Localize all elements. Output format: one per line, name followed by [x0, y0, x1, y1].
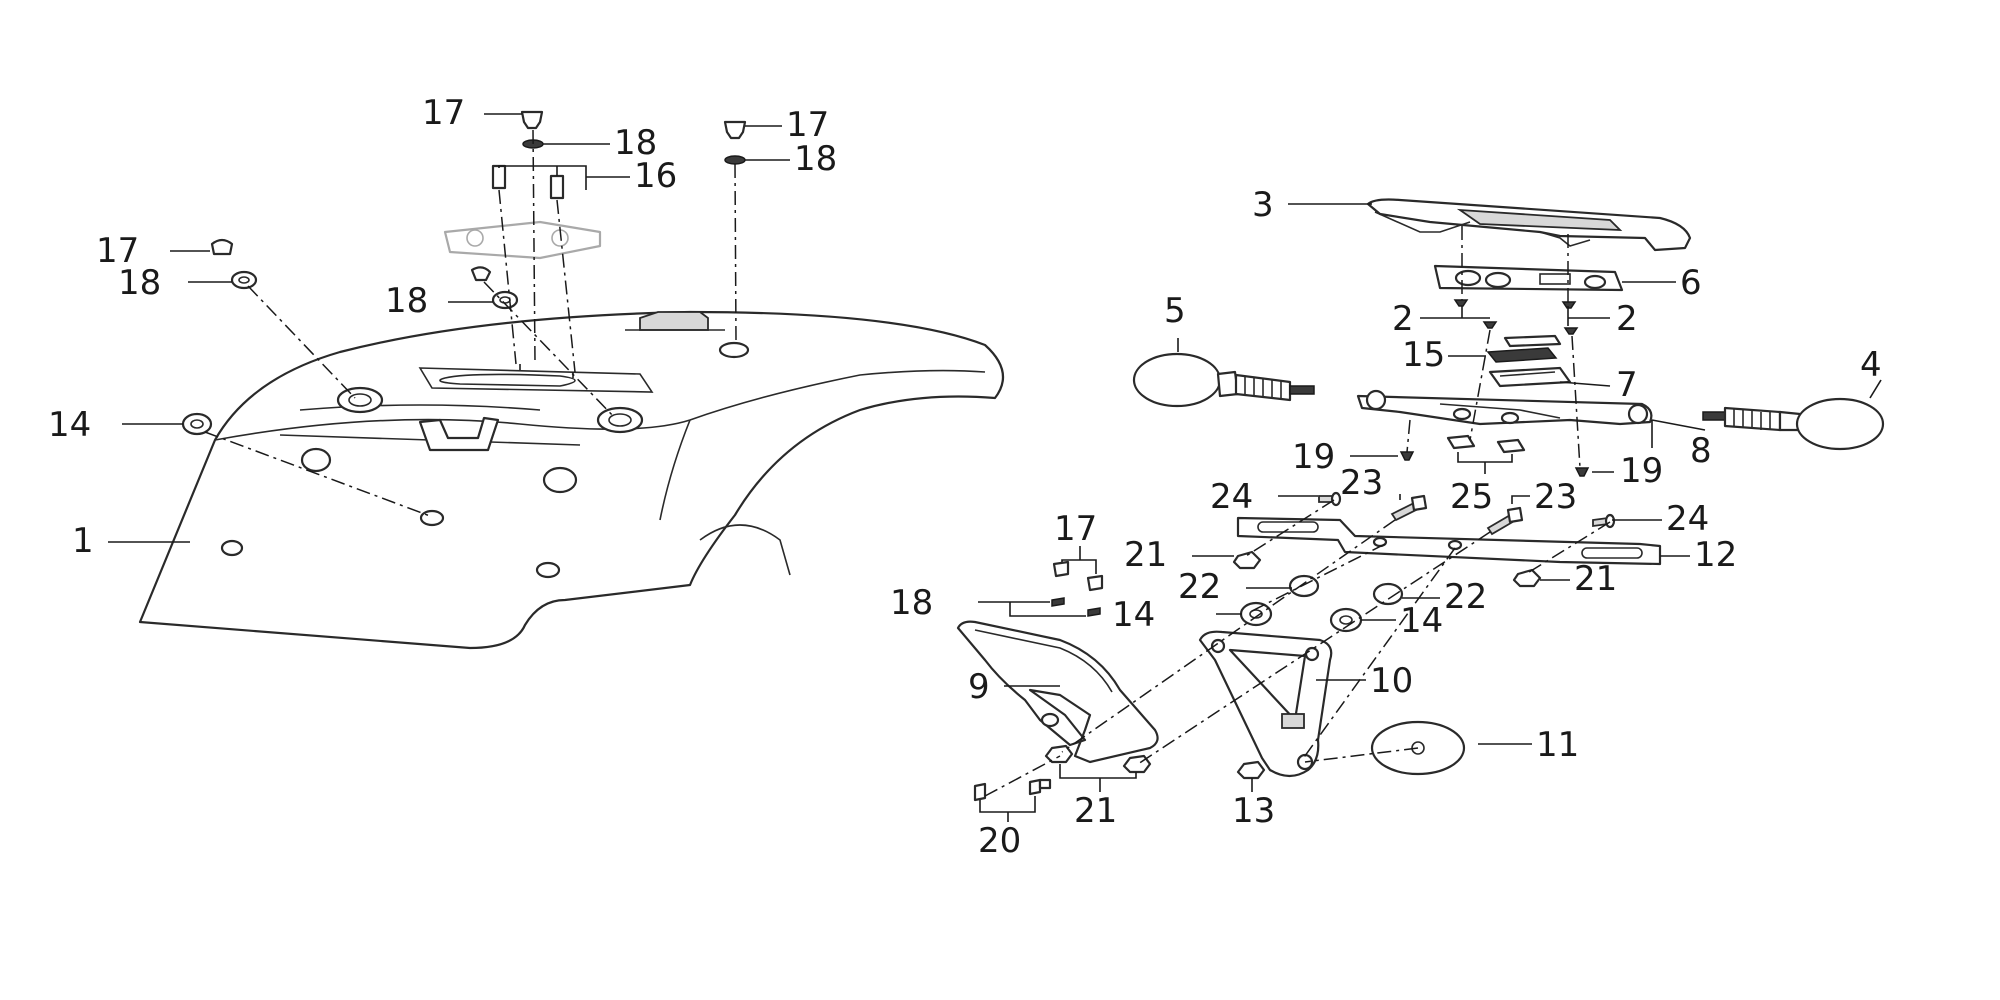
nut-part-13	[1236, 760, 1266, 780]
callout-22b: 22	[1444, 577, 1487, 617]
lamp-base-part-8	[1356, 389, 1653, 426]
spacer-part-22a	[1288, 574, 1320, 598]
screw-part-19b	[1574, 467, 1590, 477]
nut-part-21b	[1512, 568, 1542, 588]
turn-signal-right-part-4	[1702, 397, 1885, 451]
callout-23a: 23	[1340, 463, 1383, 503]
callout-10: 10	[1370, 661, 1413, 701]
screw-part-19a	[1399, 451, 1415, 461]
bolt-parts-20	[973, 778, 1052, 802]
callout-25: 25	[1450, 477, 1493, 517]
callout-leaders	[108, 113, 1882, 822]
license-light-cover-part	[1366, 198, 1692, 252]
callout-7: 7	[1616, 365, 1638, 405]
callout-16: 16	[634, 156, 677, 196]
callout-2a: 2	[1392, 299, 1414, 339]
callout-18b: 18	[794, 139, 837, 179]
callout-18c: 18	[118, 263, 161, 303]
callout-17a: 17	[422, 93, 465, 133]
callout-19a: 19	[1292, 437, 1335, 477]
callout-21b: 21	[1574, 559, 1617, 599]
lens-holder-part	[1433, 264, 1624, 292]
callout-8: 8	[1690, 431, 1712, 471]
callout-17b: 17	[786, 105, 829, 145]
screw-parts-2	[1453, 299, 1579, 335]
callout-11: 11	[1536, 725, 1579, 765]
callout-labels: 17 18 16 17 18 17 18 18 14 1 3 6 2 2 5 1…	[48, 93, 1882, 861]
nut-parts-25	[1446, 434, 1526, 454]
callout-19b: 19	[1620, 451, 1663, 491]
callout-21c: 21	[1074, 791, 1117, 831]
callout-4: 4	[1860, 345, 1882, 385]
callout-5: 5	[1164, 291, 1186, 331]
callout-21a: 21	[1124, 535, 1167, 575]
fender-fasteners	[181, 110, 747, 436]
rear-fender-part	[138, 310, 1005, 650]
spacer-part-22b	[1372, 582, 1404, 606]
nut-part-21a	[1232, 550, 1262, 570]
callout-24a: 24	[1210, 477, 1253, 517]
callout-17d: 17	[1054, 509, 1097, 549]
callout-3: 3	[1252, 185, 1274, 225]
callout-18a: 18	[614, 123, 657, 163]
callout-1: 1	[72, 521, 94, 561]
callout-14c: 14	[1400, 601, 1443, 641]
callout-20: 20	[978, 821, 1021, 861]
callout-13: 13	[1232, 791, 1275, 831]
mudguard-bracket-part-9	[956, 620, 1159, 764]
callout-24b: 24	[1666, 499, 1709, 539]
screw-parts-17d	[1051, 560, 1104, 617]
bolt-parts-23	[1390, 494, 1524, 536]
grommet-part-14b	[1239, 601, 1273, 627]
callout-12: 12	[1694, 535, 1737, 575]
callout-2b: 2	[1616, 299, 1638, 339]
mount-bracket-part	[443, 220, 602, 260]
callout-18d: 18	[385, 281, 428, 321]
license-plate-bar-part-12	[1236, 516, 1662, 566]
callout-22a: 22	[1178, 567, 1221, 607]
callout-6: 6	[1680, 263, 1702, 303]
callout-14a: 14	[48, 405, 91, 445]
turn-signal-left-part-5	[1132, 352, 1315, 408]
callout-15: 15	[1402, 335, 1445, 375]
callout-9: 9	[968, 667, 990, 707]
gasket-part-15	[1486, 334, 1562, 363]
reflector-bracket-part-10	[1198, 630, 1333, 778]
callout-18e: 18	[890, 583, 933, 623]
screw-parts-24	[1318, 491, 1616, 529]
callout-17c: 17	[96, 231, 139, 271]
lamp-part-7	[1488, 366, 1572, 388]
callout-14b: 14	[1112, 595, 1155, 635]
callout-23b: 23	[1534, 477, 1577, 517]
